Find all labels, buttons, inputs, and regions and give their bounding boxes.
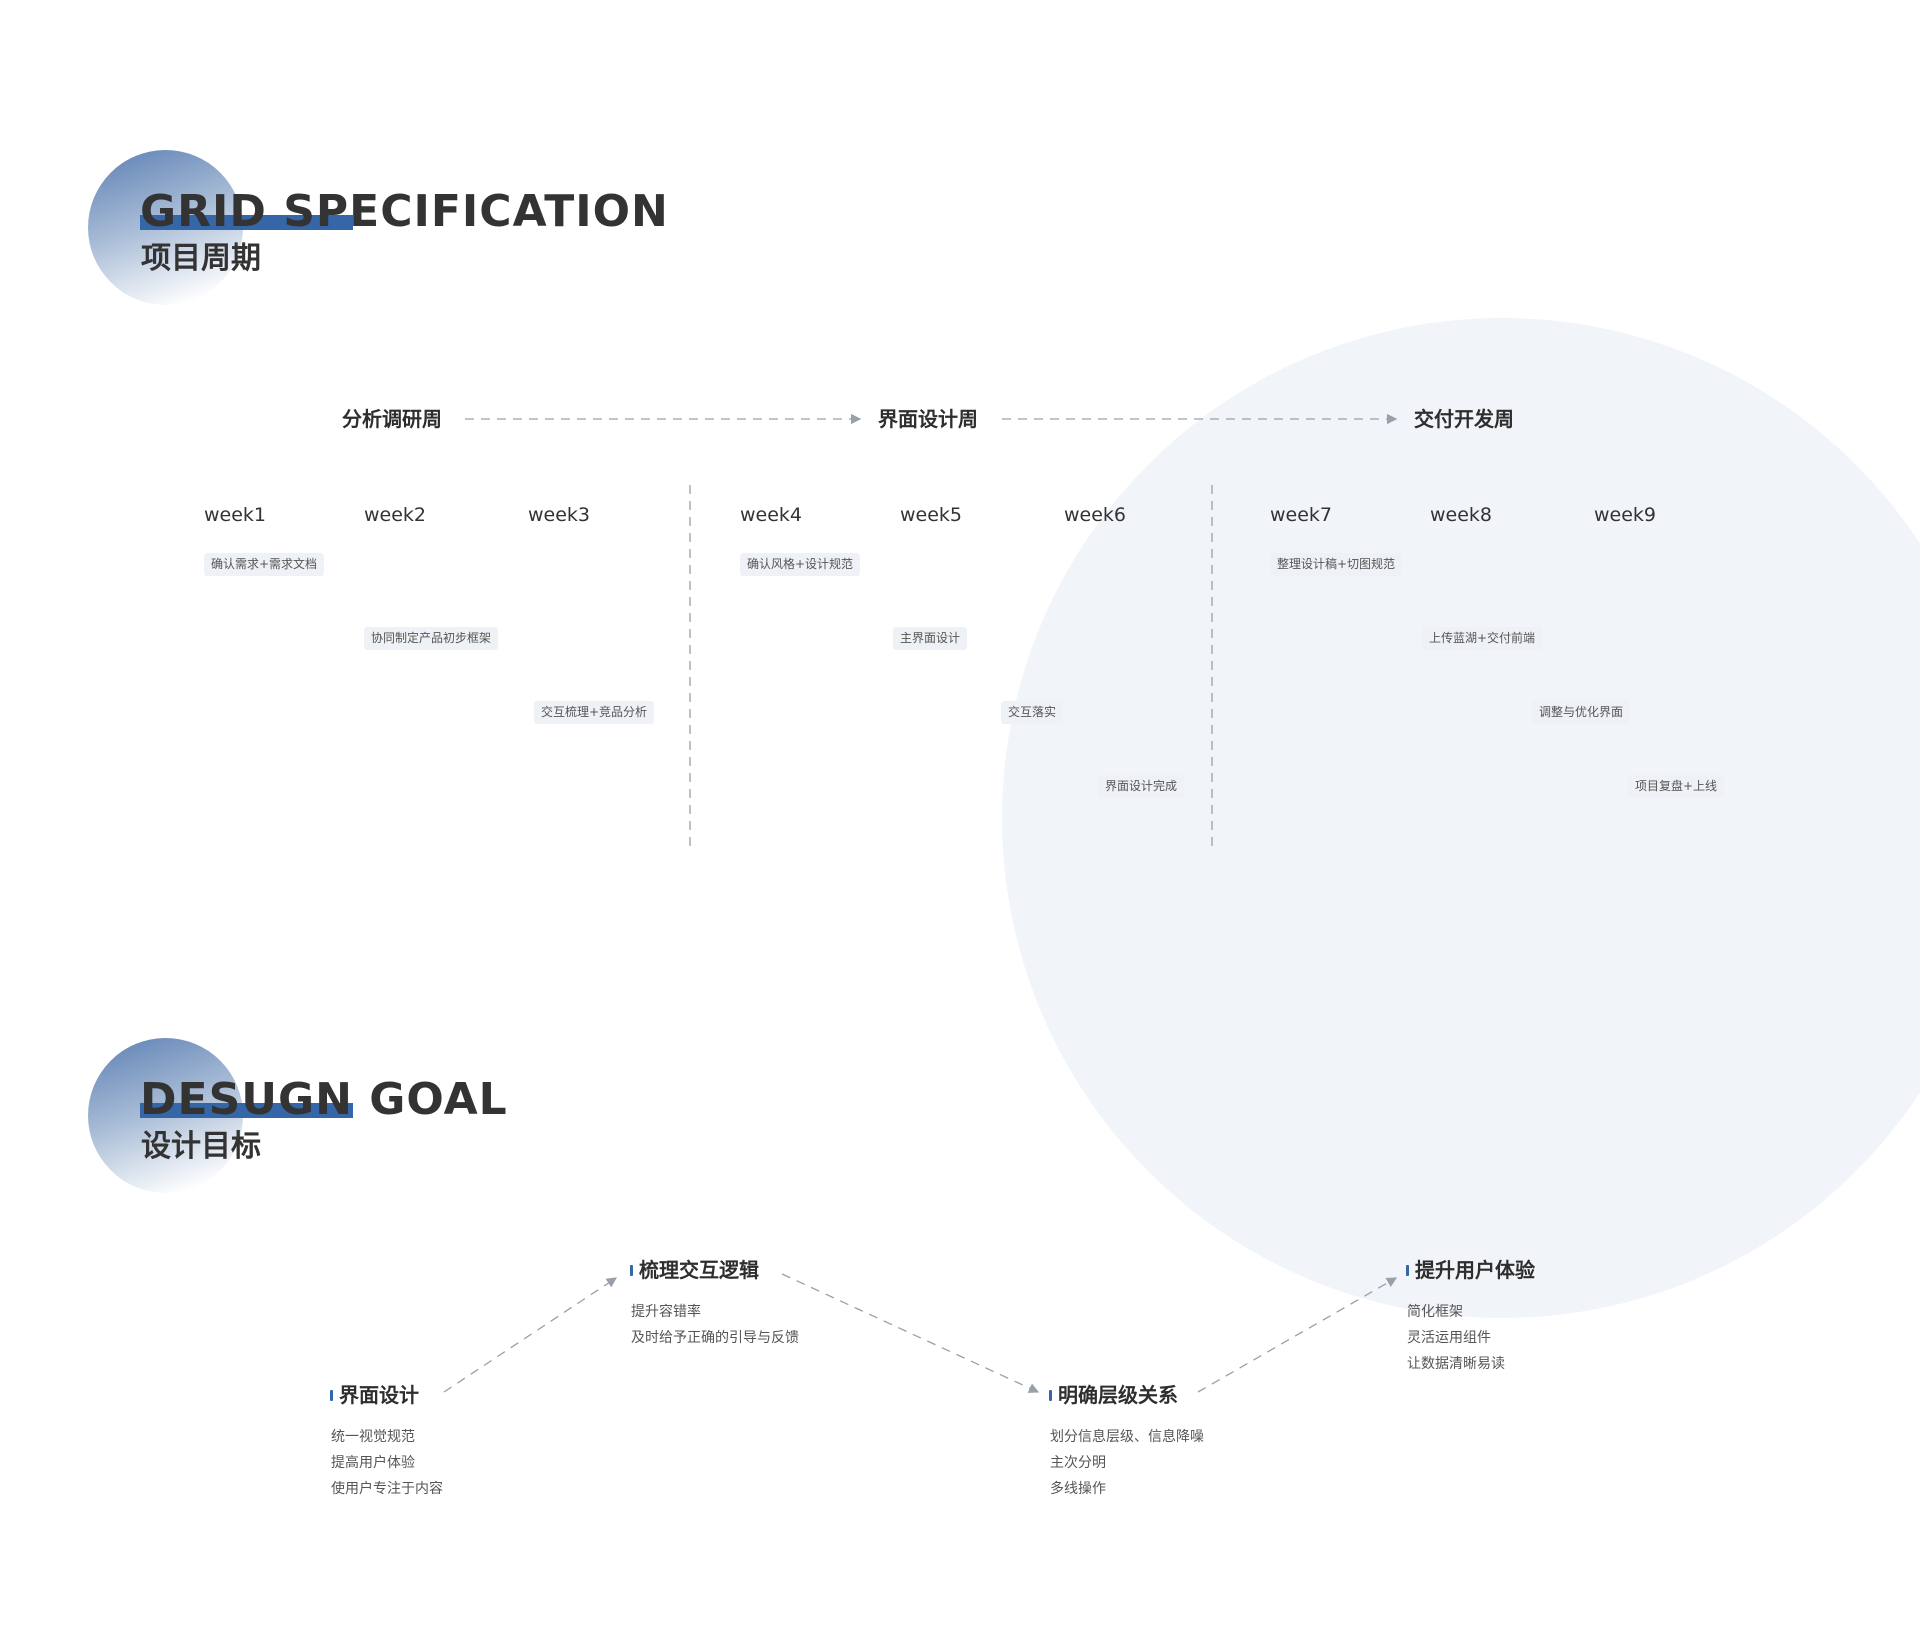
goal-block-hierarchy: 明确层级关系 划分信息层级、信息降噪 主次分明 多线操作 bbox=[1049, 1383, 1204, 1502]
goal-marker bbox=[330, 1390, 333, 1401]
task-tag-11: 项目复盘+上线 bbox=[1628, 775, 1725, 798]
week-label-5: week5 bbox=[900, 504, 963, 526]
goal-line: 提升容错率 bbox=[631, 1304, 701, 1320]
section2-title-en: DESUGN GOAL bbox=[140, 1074, 508, 1125]
section1-title-zh: 项目周期 bbox=[141, 241, 261, 276]
goal-line: 划分信息层级、信息降噪 bbox=[1050, 1429, 1204, 1445]
section2-title-underline bbox=[140, 1103, 353, 1118]
goal-title: 提升用户体验 bbox=[1415, 1258, 1535, 1282]
goal-line: 提高用户体验 bbox=[331, 1455, 415, 1471]
goal-block-user-experience: 提升用户体验 简化框架 灵活运用组件 让数据清晰易读 bbox=[1406, 1258, 1535, 1377]
goal-line: 及时给予正确的引导与反馈 bbox=[631, 1330, 799, 1346]
week-label-7: week7 bbox=[1270, 504, 1333, 526]
phase-label-delivery: 交付开发周 bbox=[1414, 407, 1514, 431]
section1-title-en: GRID SPECIFICATION bbox=[140, 186, 669, 237]
goal-line: 灵活运用组件 bbox=[1407, 1330, 1491, 1346]
goal-arrow-2 bbox=[781, 1273, 1040, 1393]
background-circle bbox=[1002, 318, 1920, 1318]
goal-marker bbox=[630, 1265, 633, 1276]
week-label-9: week9 bbox=[1594, 504, 1657, 526]
task-tag-5: 主界面设计 bbox=[893, 627, 968, 650]
goal-arrow-3 bbox=[1197, 1277, 1398, 1393]
goal-title: 界面设计 bbox=[339, 1383, 419, 1407]
goal-title: 梳理交互逻辑 bbox=[639, 1258, 759, 1282]
task-tag-7: 界面设计完成 bbox=[1098, 775, 1185, 798]
goal-marker bbox=[1049, 1390, 1052, 1401]
section2-title-zh: 设计目标 bbox=[141, 1129, 261, 1164]
goal-line: 简化框架 bbox=[1407, 1304, 1463, 1320]
goal-marker bbox=[1406, 1265, 1409, 1276]
goal-block-ui-design: 界面设计 统一视觉规范 提高用户体验 使用户专注于内容 bbox=[330, 1383, 443, 1502]
task-tag-10: 调整与优化界面 bbox=[1532, 701, 1631, 724]
task-tag-2: 协同制定产品初步框架 bbox=[364, 627, 499, 650]
task-tag-8: 整理设计稿+切图规范 bbox=[1270, 553, 1403, 576]
phase-label-analysis: 分析调研周 bbox=[342, 407, 442, 431]
phase-label-ui-design: 界面设计周 bbox=[878, 407, 978, 431]
section1-title-underline bbox=[140, 215, 353, 230]
task-tag-1: 确认需求+需求文档 bbox=[204, 553, 325, 576]
task-tag-4: 确认风格+设计规范 bbox=[740, 553, 861, 576]
goal-title: 明确层级关系 bbox=[1058, 1383, 1178, 1407]
goal-line: 多线操作 bbox=[1050, 1481, 1106, 1497]
week-label-2: week2 bbox=[364, 504, 427, 526]
task-tag-9: 上传蓝湖+交付前端 bbox=[1422, 627, 1543, 650]
week-label-4: week4 bbox=[740, 504, 803, 526]
task-tag-6: 交互落实 bbox=[1001, 701, 1064, 724]
goal-line: 统一视觉规范 bbox=[331, 1429, 415, 1445]
week-label-8: week8 bbox=[1430, 504, 1493, 526]
week-label-6: week6 bbox=[1064, 504, 1127, 526]
week-label-1: week1 bbox=[204, 504, 267, 526]
goal-block-interaction-logic: 梳理交互逻辑 提升容错率 及时给予正确的引导与反馈 bbox=[630, 1258, 799, 1351]
goal-line: 主次分明 bbox=[1050, 1455, 1106, 1471]
goal-line: 让数据清晰易读 bbox=[1407, 1356, 1505, 1372]
week-label-3: week3 bbox=[528, 504, 591, 526]
goal-line: 使用户专注于内容 bbox=[331, 1481, 443, 1497]
goal-arrow-1 bbox=[443, 1277, 618, 1393]
task-tag-3: 交互梳理+竞品分析 bbox=[534, 701, 655, 724]
